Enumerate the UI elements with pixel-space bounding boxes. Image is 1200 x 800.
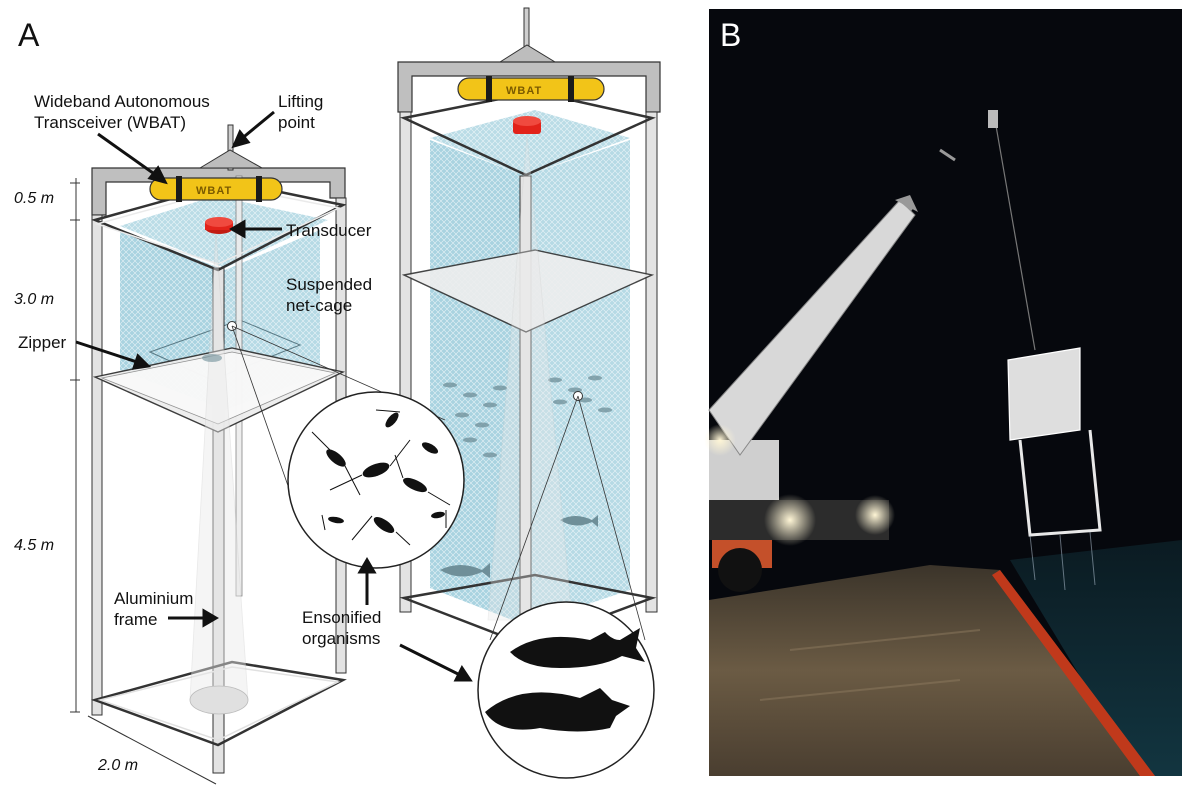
- crane-cable: [994, 119, 1036, 351]
- dimension-ticks: [70, 182, 80, 713]
- arrow-organisms-down-head: [453, 665, 473, 682]
- photo-panel: B: [704, 9, 1182, 776]
- left-rig: WBAT: [90, 124, 347, 774]
- photo-water-drip-2: [1059, 534, 1066, 591]
- zoom-circle-2: [477, 601, 655, 779]
- wbat-strap-2: [256, 176, 262, 202]
- frame-upright-left-right: [399, 111, 412, 613]
- dim-3-0m: 3.0 m: [14, 291, 54, 308]
- arrow-organisms-down: [399, 643, 463, 678]
- photo-water: [1010, 540, 1182, 776]
- beam-footprint: [189, 685, 249, 715]
- frame-upright-right-right: [645, 111, 658, 613]
- zoom-line-3: [489, 395, 579, 641]
- label-frame-line1: Aluminium: [114, 589, 193, 608]
- label-wbat-line1: Wideband Autonomous: [34, 92, 210, 111]
- frame-upright-front: [212, 267, 225, 774]
- label-zipper: Zipper: [18, 333, 67, 352]
- crane-wheel: [718, 548, 762, 592]
- panel-b-label: B: [720, 17, 741, 53]
- label-lifting-line1: Lifting: [278, 92, 323, 111]
- zoom-line-4: [577, 395, 646, 641]
- wbat-brand-right: WBAT: [506, 85, 542, 97]
- light-glow-3: [704, 424, 736, 456]
- wbat-strap-right-1: [486, 76, 492, 102]
- wbat-brand-left: WBAT: [196, 185, 232, 197]
- photo-water-drip-1: [1029, 534, 1036, 581]
- panel-a-label: A: [18, 17, 40, 53]
- callout-arrows: [75, 110, 473, 682]
- lifting-plate: [198, 149, 264, 169]
- dimension-line-width: [87, 715, 217, 785]
- transducer-right-top: [513, 116, 541, 126]
- label-transducer: Transducer: [286, 221, 372, 240]
- wbat-cylinder: [149, 177, 283, 201]
- photo-pier: [709, 565, 1155, 776]
- cod-silhouette-1: [510, 628, 645, 668]
- fish-school: [443, 375, 612, 458]
- transducer-top: [205, 217, 233, 227]
- photo-rig-net: [1007, 347, 1081, 441]
- wbat-strap-1: [176, 176, 182, 202]
- label-lifting-line2: point: [278, 113, 315, 132]
- arrow-transducer-head: [229, 219, 246, 239]
- zoom-circle-fish: [477, 395, 655, 779]
- frame-bottom-ring-right: [399, 573, 657, 647]
- label-netcage-line1: Suspended: [286, 275, 372, 294]
- photo-rig-frame: [1018, 429, 1102, 537]
- zoom-circle-zooplankton: [231, 325, 465, 569]
- photo-pier-texture: [759, 629, 981, 701]
- frame-bottom-ring: [90, 660, 347, 747]
- frame-middle-ring-inner: [100, 351, 337, 425]
- photo-pier-edge: [992, 570, 1155, 776]
- right-rig: WBAT: [397, 7, 661, 647]
- label-frame-line2: frame: [114, 610, 157, 629]
- dim-4-5m: 4.5 m: [14, 537, 54, 554]
- dim-0-5m: 0.5 m: [14, 190, 54, 207]
- light-glow-2: [855, 495, 895, 535]
- photo-water-drip-3: [1089, 531, 1096, 586]
- arrow-zipper: [75, 340, 141, 365]
- zoom-circle-1: [287, 391, 465, 569]
- zooplankton-antennae: [311, 409, 451, 546]
- dim-2-0m: 2.0 m: [97, 757, 138, 774]
- crane-tip-lights: [899, 148, 956, 212]
- net-cage-top-right: [430, 110, 630, 176]
- arrow-wbat: [97, 132, 161, 180]
- cod-silhouette-2: [485, 688, 630, 732]
- fish-shadow: [202, 354, 222, 362]
- wbat-strap-right-2: [568, 76, 574, 102]
- cod-shadow-2: [440, 563, 490, 578]
- arrow-lifting-head: [231, 129, 251, 149]
- frame-upright-left: [91, 214, 103, 716]
- arrow-zipper-head: [131, 353, 152, 370]
- arrow-organisms-up-head: [357, 557, 377, 574]
- frame-bottom-ring-highlight: [97, 666, 341, 741]
- label-organisms-line1: Ensonified: [302, 608, 381, 627]
- zooplankton-silhouettes: [326, 412, 445, 534]
- light-glow-1: [764, 494, 816, 546]
- cod-shadow-1: [560, 515, 598, 527]
- frame-middle-ring-right: [401, 249, 655, 333]
- lifting-plate-right: [498, 44, 557, 63]
- dimension-bars: 0.5 m 3.0 m 4.5 m 2.0 m: [14, 178, 217, 785]
- wbat-cylinder-right: [457, 77, 605, 101]
- arrow-lifting: [239, 110, 275, 142]
- crane-hook-block: [988, 110, 998, 128]
- label-netcage-line2: net-cage: [286, 296, 352, 315]
- label-wbat-line2: Transceiver (WBAT): [34, 113, 186, 132]
- arrow-wbat-head: [147, 165, 168, 185]
- arrow-frame-head: [202, 608, 219, 628]
- label-organisms-line2: organisms: [302, 629, 380, 648]
